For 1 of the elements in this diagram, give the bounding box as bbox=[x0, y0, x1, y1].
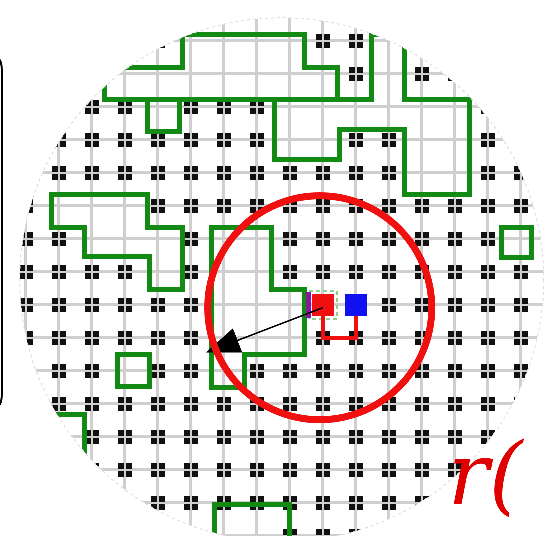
math-label: r( bbox=[448, 424, 523, 527]
